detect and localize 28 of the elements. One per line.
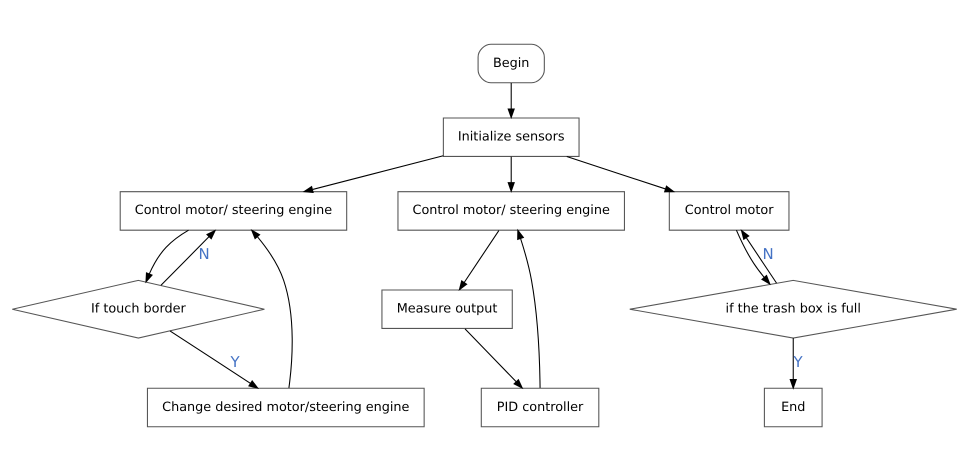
edge-label: Y bbox=[230, 352, 240, 371]
arrow bbox=[464, 328, 524, 389]
node-box: Change desired motor/steering engine bbox=[146, 387, 425, 427]
arrow bbox=[736, 230, 771, 285]
arrow bbox=[145, 229, 189, 283]
arrow bbox=[790, 338, 797, 390]
node-box: Initialize sensors bbox=[442, 116, 580, 156]
arrow bbox=[302, 154, 444, 193]
arrow bbox=[740, 228, 777, 283]
arrow bbox=[160, 228, 216, 286]
node-box: Control motor/ steering engine bbox=[397, 190, 625, 230]
arrow bbox=[507, 82, 515, 119]
node-box: Control motor/ steering engine bbox=[120, 190, 348, 230]
node-box: PID controller bbox=[480, 387, 600, 427]
node-box: Measure output bbox=[381, 288, 513, 328]
node-box: Control motor bbox=[668, 190, 790, 230]
arrow bbox=[566, 156, 676, 192]
node-diamond: If touch border bbox=[12, 279, 265, 338]
arrow bbox=[458, 230, 500, 291]
node-box: Begin bbox=[478, 43, 545, 83]
edge-label: N bbox=[762, 244, 774, 263]
arrow bbox=[250, 228, 293, 388]
arrow bbox=[170, 330, 260, 388]
node-diamond: if the trash box is full bbox=[629, 279, 958, 338]
node-box: End bbox=[764, 387, 823, 427]
arrow bbox=[517, 228, 541, 388]
arrow bbox=[507, 156, 515, 192]
edge-label: N bbox=[198, 244, 210, 263]
